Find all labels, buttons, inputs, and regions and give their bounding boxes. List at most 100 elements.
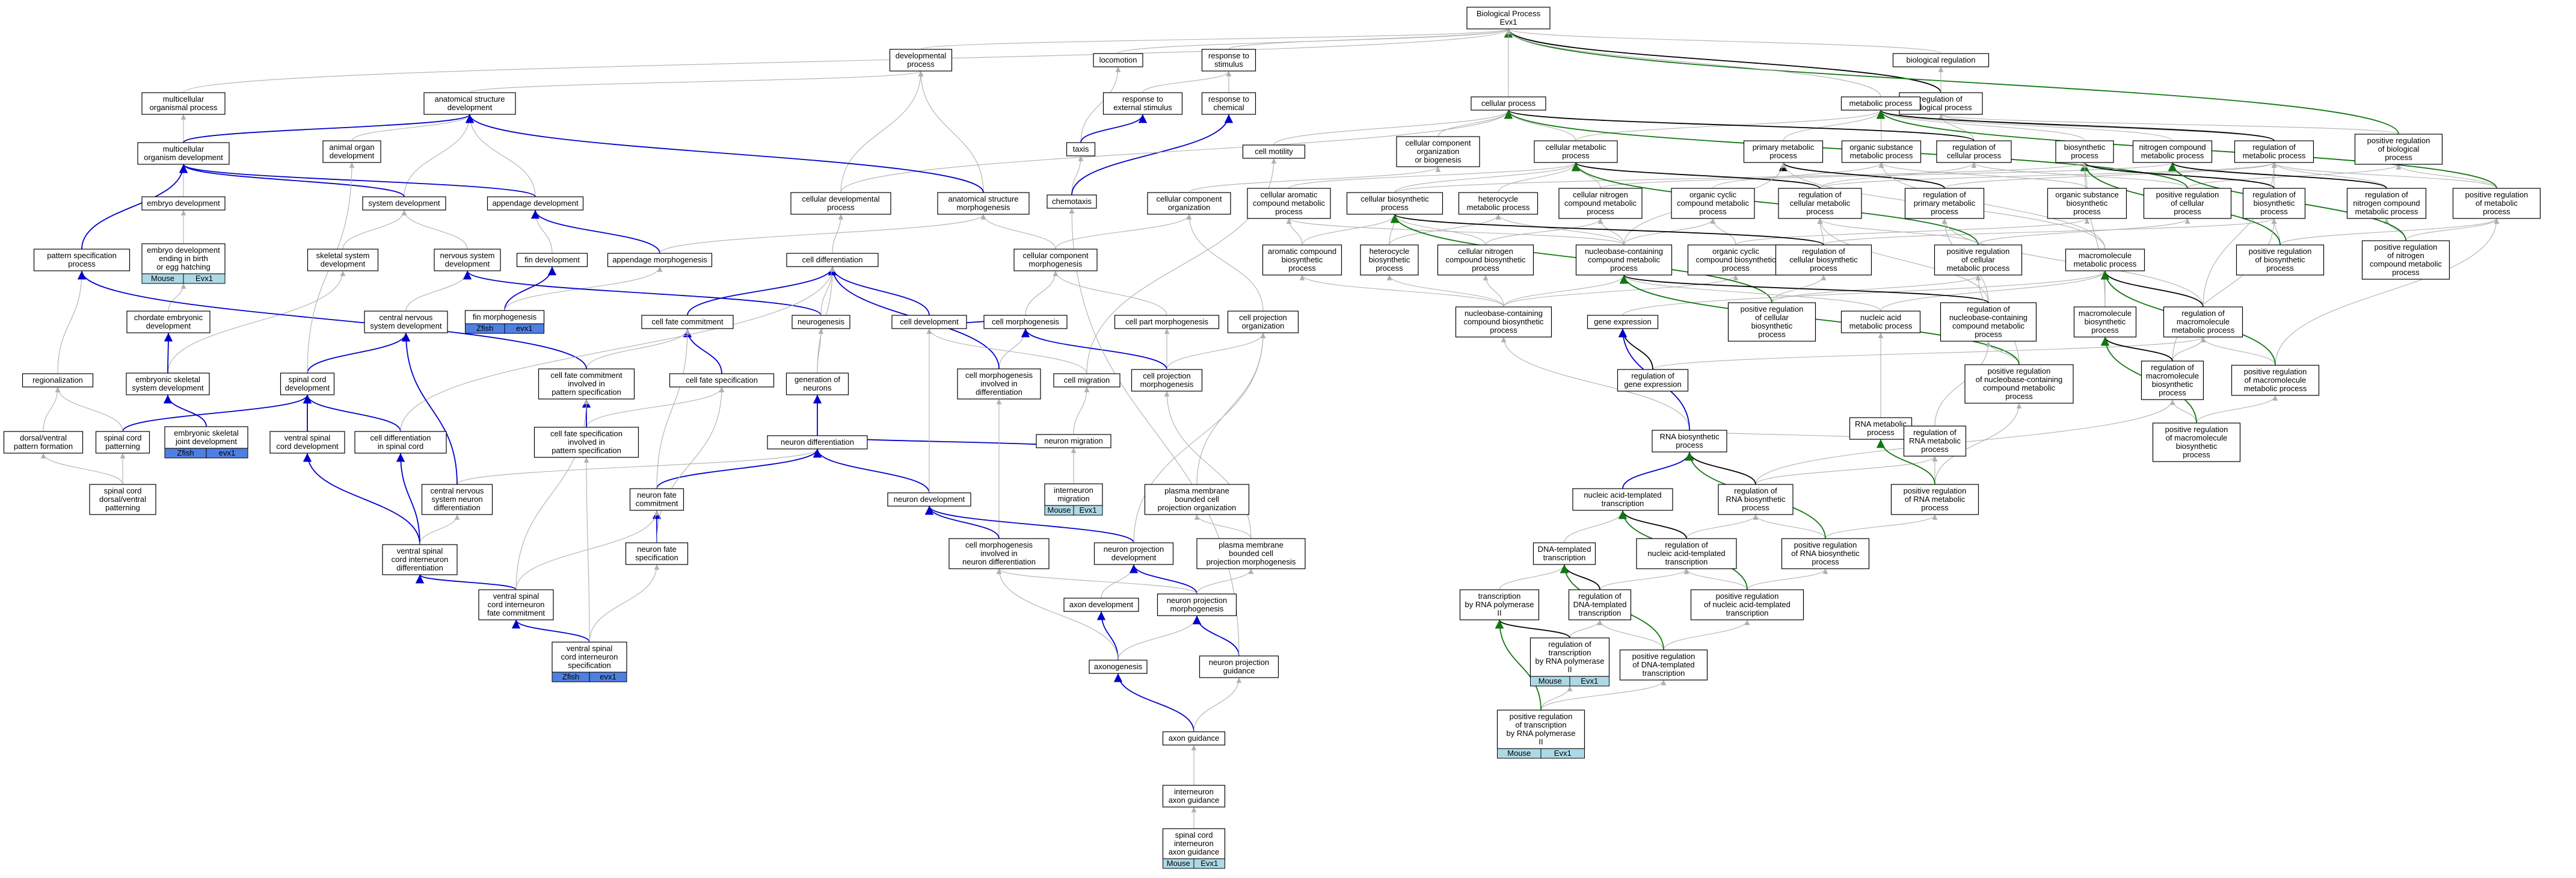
term-node-geneexp[interactable]: gene expression <box>1587 315 1659 329</box>
term-node-cfs[interactable]: cell fate specification <box>669 373 775 388</box>
term-node-regionalization[interactable]: regionalization <box>22 373 94 388</box>
term-node-sysdev[interactable]: system development <box>362 196 446 211</box>
term-node-celldiff[interactable]: cell differentiation <box>786 253 879 267</box>
term-node-regmacrobio[interactable]: regulation ofmacromoleculebiosyntheticpr… <box>2141 360 2204 400</box>
term-node-embryodev[interactable]: embryo development <box>141 196 226 211</box>
term-node-metproc[interactable]: metabolic process <box>1840 96 1921 111</box>
term-node-biolreg[interactable]: biological regulation <box>1892 53 1990 67</box>
term-node-axonogen[interactable]: axonogenesis <box>1089 660 1148 674</box>
term-node-neuronmig[interactable]: neuron migration <box>1036 434 1111 448</box>
term-node-cellproc[interactable]: cellular process <box>1471 96 1546 111</box>
term-node-regnbcm[interactable]: regulation ofnucleobase-containingcompou… <box>1940 302 2037 342</box>
term-node-cellmorph[interactable]: cell morphogenesis <box>983 315 1068 329</box>
term-node-axondev[interactable]: axon development <box>1063 598 1139 612</box>
term-node-chemotaxis[interactable]: chemotaxis <box>1047 194 1097 209</box>
term-node-findev[interactable]: fin development <box>516 253 588 267</box>
term-node-celldev[interactable]: cell development <box>891 315 967 329</box>
term-node-cellmot[interactable]: cell motility <box>1242 144 1306 159</box>
term-node-loco[interactable]: locomotion <box>1093 53 1143 67</box>
term-node-axonguid[interactable]: axon guidance <box>1162 731 1226 746</box>
term-node-taxis[interactable]: taxis <box>1066 142 1096 156</box>
term-node-appdev[interactable]: appendage development <box>487 196 584 211</box>
term-node-neurondev[interactable]: neuron development <box>887 492 971 507</box>
term-node-cellmig[interactable]: cell migration <box>1053 373 1120 388</box>
term-node-cfc[interactable]: cell fate commitment <box>641 315 734 329</box>
